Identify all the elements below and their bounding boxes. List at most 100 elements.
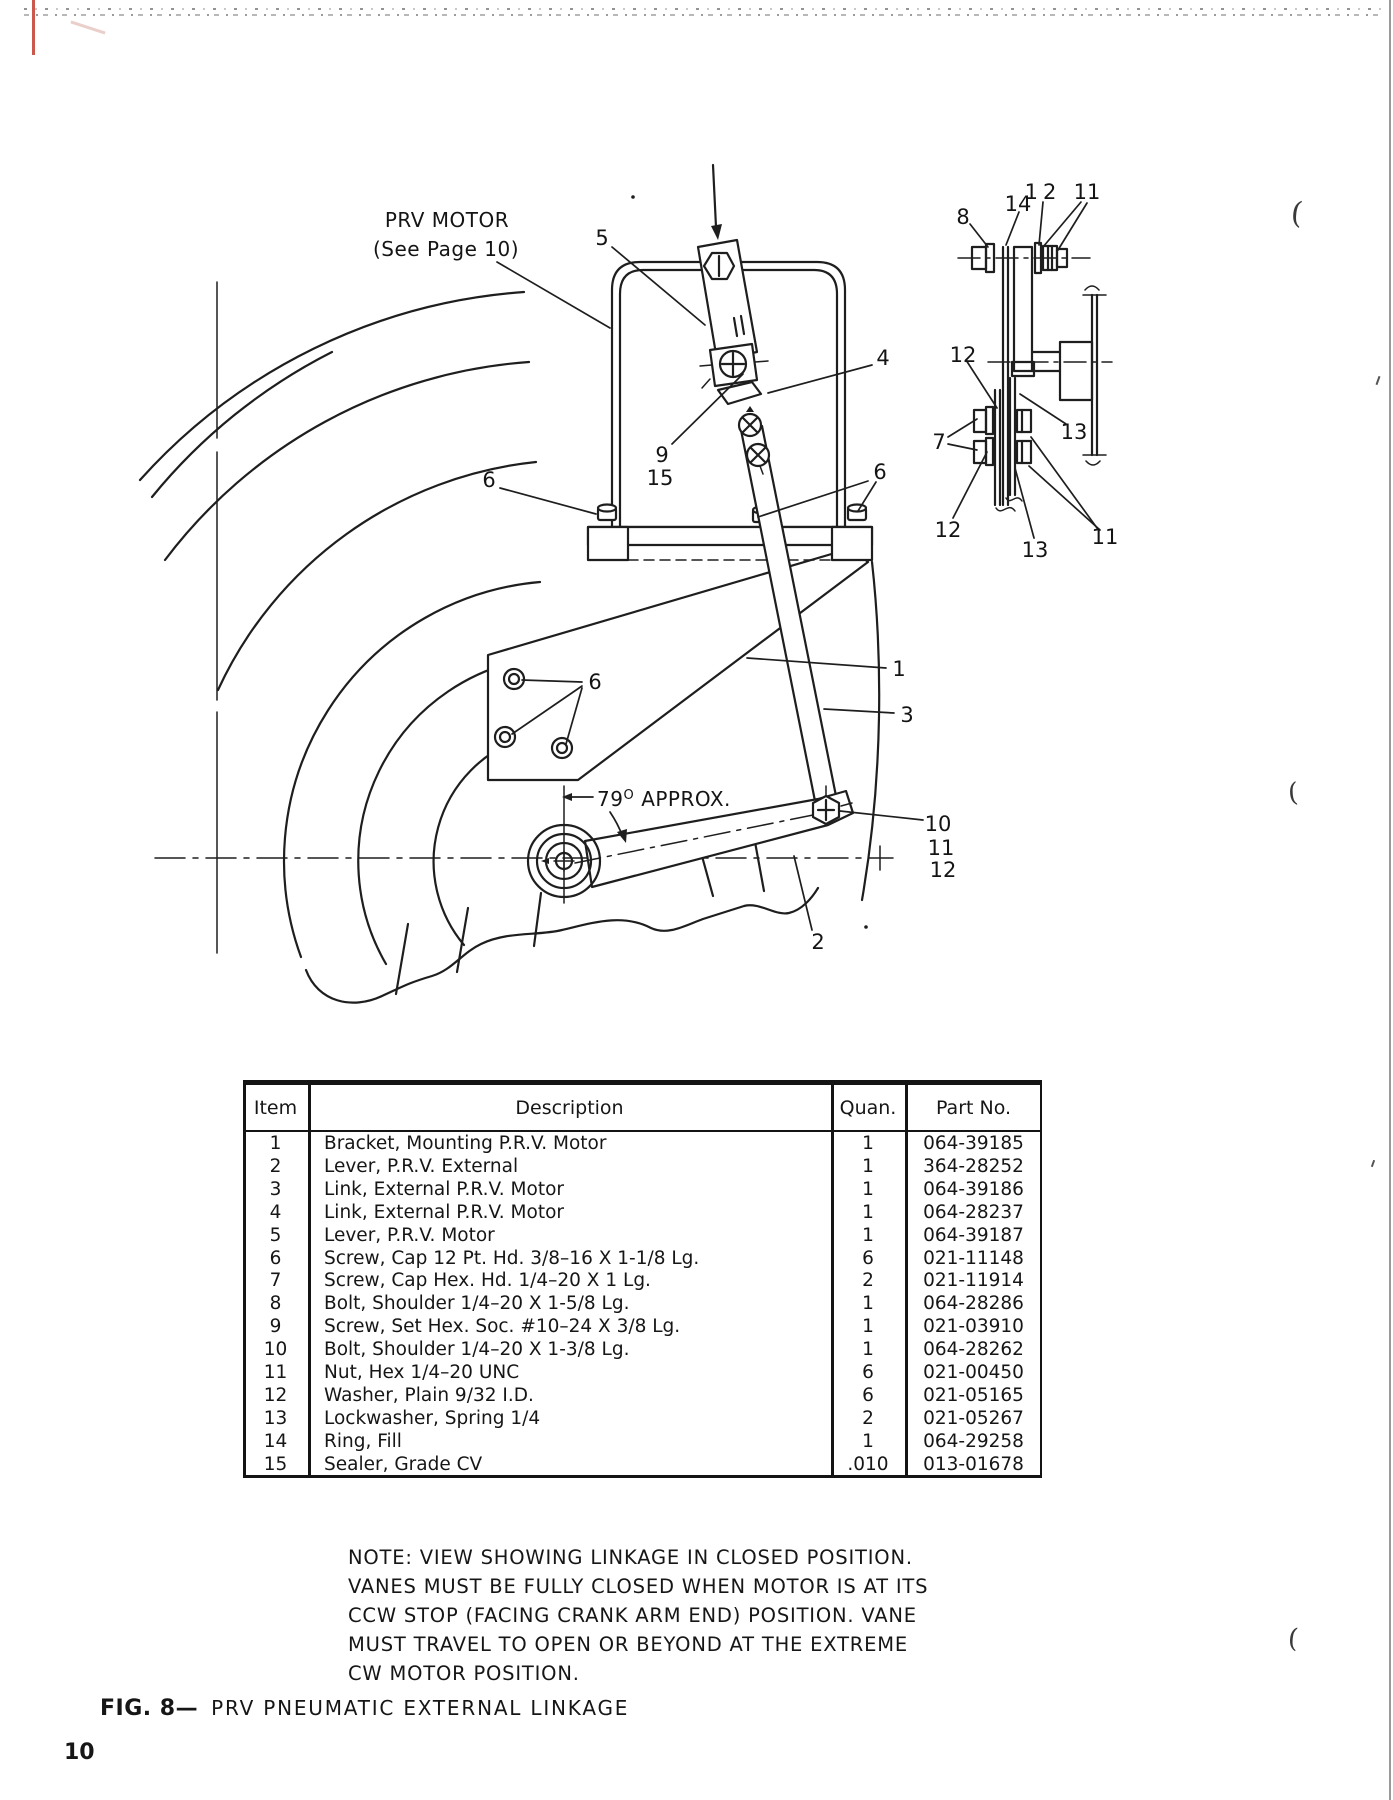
cell-part: 021-11148 xyxy=(923,1247,1024,1269)
table-row: 6 Screw, Cap 12 Pt. Hd. 3/8–16 X 1-1/8 Lg… xyxy=(243,1247,1042,1270)
scan-artifact: ( xyxy=(1286,1623,1300,1655)
cell-quan: .010 xyxy=(847,1453,889,1475)
cell-desc: Lockwasher, Spring 1/4 xyxy=(324,1408,541,1430)
cell-quan: 1 xyxy=(862,1155,874,1177)
red-scan-mark xyxy=(32,0,35,55)
cell-item: 6 xyxy=(269,1247,282,1269)
down-arrow-icon xyxy=(711,163,722,240)
cell-item: 1 xyxy=(269,1132,282,1154)
cell-quan: 1 xyxy=(862,1178,874,1200)
note-line: MUST TRAVEL TO OPEN OR BEYOND AT THE EXT… xyxy=(348,1633,909,1656)
callout-6-plate: 6 xyxy=(588,670,601,694)
cell-desc: Bracket, Mounting P.R.V. Motor xyxy=(324,1132,607,1154)
cap-screw-left-icon xyxy=(596,503,618,522)
cell-item: 4 xyxy=(269,1201,282,1223)
table-divider-desc xyxy=(831,1085,834,1475)
cell-part: 021-11914 xyxy=(923,1270,1024,1292)
cell-item: 3 xyxy=(269,1178,282,1200)
cell-desc: Screw, Set Hex. Soc. #10–24 X 3/8 Lg. xyxy=(324,1316,681,1338)
external-lever-arm xyxy=(574,785,855,889)
header-quan: Quan. xyxy=(839,1096,897,1119)
callout-12: 12 xyxy=(930,858,957,882)
callout-7-detail: 7 xyxy=(932,430,945,454)
cell-quan: 6 xyxy=(862,1362,874,1384)
side-detail-view xyxy=(957,241,1113,512)
cap-screw-right-icon xyxy=(846,503,868,522)
cell-quan: 1 xyxy=(862,1316,874,1338)
cell-desc: Sealer, Grade CV xyxy=(324,1453,483,1475)
table-border-left xyxy=(243,1085,246,1475)
callout-10: 10 xyxy=(925,812,952,836)
figure-number: FIG. 8— xyxy=(100,1696,199,1721)
header-item: Item xyxy=(253,1096,298,1119)
cell-desc: Nut, Hex 1/4–20 UNC xyxy=(324,1362,520,1384)
cell-desc: Screw, Cap Hex. Hd. 1/4–20 X 1 Lg. xyxy=(324,1270,651,1292)
cell-desc: Washer, Plain 9/32 I.D. xyxy=(324,1385,534,1407)
table-header-row: Item Description Quan. Part No. xyxy=(243,1085,1042,1132)
speck xyxy=(1370,1159,1376,1168)
cell-quan: 1 xyxy=(862,1132,874,1154)
callout-15: 15 xyxy=(647,466,674,490)
callout-11-detail-top: 11 xyxy=(1074,180,1101,204)
cell-desc: Bolt, Shoulder 1/4–20 X 1-5/8 Lg. xyxy=(324,1293,630,1315)
cell-quan: 1 xyxy=(862,1339,874,1361)
cell-part: 064-39185 xyxy=(923,1132,1024,1154)
callout-11-detail-lower: 11 xyxy=(1092,525,1119,549)
note-block: NOTE: VIEW SHOWING LINKAGE IN CLOSED POS… xyxy=(348,1543,928,1688)
fan-housing xyxy=(138,281,894,1004)
callout-4: 4 xyxy=(876,346,889,370)
table-divider-item xyxy=(308,1085,311,1475)
mounting-bracket-plate xyxy=(486,546,870,782)
callout-11: 11 xyxy=(928,836,955,860)
cell-item: 12 xyxy=(263,1385,288,1407)
header-part-no: Part No. xyxy=(935,1096,1012,1119)
header-description: Description xyxy=(515,1096,624,1119)
cell-item: 9 xyxy=(269,1316,282,1338)
cell-quan: 2 xyxy=(862,1270,874,1292)
callout-12-detail-mid: 12 xyxy=(950,343,977,367)
cell-item: 15 xyxy=(263,1453,288,1475)
cell-part: 064-28286 xyxy=(923,1293,1024,1315)
table-row: 15 Sealer, Grade CV .010 013-01678 xyxy=(243,1453,1042,1476)
table-border-right xyxy=(1039,1085,1042,1475)
callout-6-left: 6 xyxy=(482,468,495,492)
cell-part: 064-28262 xyxy=(923,1339,1024,1361)
callout-12-detail-top: 12 xyxy=(1025,180,1062,204)
callout-13-detail-lower: 13 xyxy=(1022,538,1049,562)
callout-1: 1 xyxy=(892,657,905,681)
cell-desc: Ring, Fill xyxy=(324,1430,402,1452)
table-divider-quan xyxy=(905,1085,908,1475)
speck-dot xyxy=(864,925,868,929)
note-line: VANES MUST BE FULLY CLOSED WHEN MOTOR IS… xyxy=(348,1575,929,1598)
callout-12-detail-low: 12 xyxy=(935,518,962,542)
callout-9: 9 xyxy=(655,443,668,467)
cell-part: 064-28237 xyxy=(923,1201,1024,1223)
cell-desc: Lever, P.R.V. External xyxy=(324,1155,519,1177)
cell-part: 013-01678 xyxy=(923,1453,1024,1475)
note-line: NOTE: VIEW SHOWING LINKAGE IN CLOSED POS… xyxy=(348,1546,913,1569)
cell-quan: 1 xyxy=(862,1430,874,1452)
cell-part: 021-05165 xyxy=(923,1385,1024,1407)
page-number: 10 xyxy=(64,1740,95,1765)
cell-quan: 1 xyxy=(862,1201,874,1223)
callout-5: 5 xyxy=(595,226,608,250)
speck-dot xyxy=(631,195,635,199)
cell-quan: 1 xyxy=(862,1293,874,1315)
motor-lever xyxy=(696,238,769,389)
motor-mounting-bar xyxy=(586,503,874,562)
cell-item: 13 xyxy=(263,1408,288,1430)
cell-quan: 2 xyxy=(862,1408,874,1430)
cell-quan: 1 xyxy=(862,1224,874,1246)
cell-desc: Screw, Cap 12 Pt. Hd. 3/8–16 X 1-1/8 Lg. xyxy=(324,1247,700,1269)
cell-desc: Bolt, Shoulder 1/4–20 X 1-3/8 Lg. xyxy=(324,1339,630,1361)
